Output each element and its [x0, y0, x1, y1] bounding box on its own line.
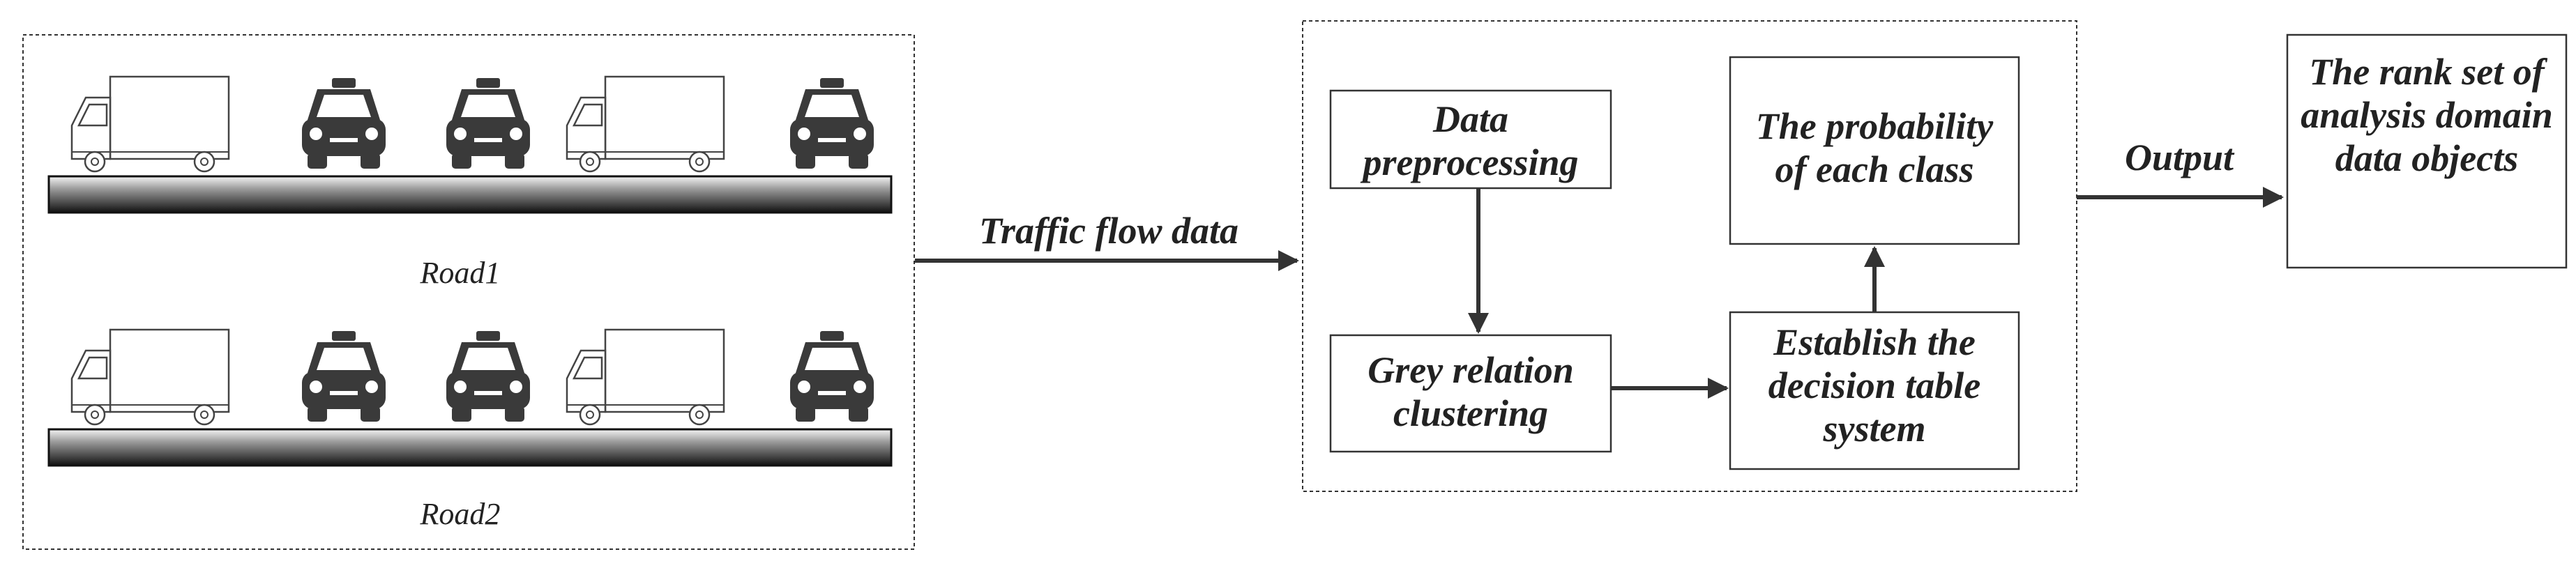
process-panel	[1302, 20, 2077, 492]
truck-icon	[70, 328, 230, 426]
taxi-icon	[790, 78, 874, 169]
taxi-icon	[790, 331, 874, 422]
grey-relation-clustering-box	[1329, 334, 1612, 453]
taxi-icon	[446, 78, 530, 169]
input-arrow-label: Traffic flow data	[979, 210, 1238, 252]
road2-vehicles	[70, 328, 874, 426]
road1-vehicles	[70, 75, 874, 173]
data-preprocessing-label: Data preprocessing	[1363, 98, 1579, 184]
taxi-icon	[302, 331, 386, 422]
output-arrow-label: Output	[2124, 137, 2234, 178]
probability-label: The probability of each class	[1755, 105, 1994, 191]
taxi-icon	[446, 331, 530, 422]
grey-relation-clustering-label: Grey relation clustering	[1367, 349, 1574, 435]
truck-icon	[566, 328, 725, 426]
decision-table-box	[1729, 311, 2020, 470]
probability-box	[1729, 56, 2020, 245]
taxi-icon	[302, 78, 386, 169]
truck-icon	[566, 75, 725, 173]
roads-panel	[22, 34, 915, 550]
decision-table-label: Establish the decision table system	[1768, 321, 1981, 450]
data-preprocessing-box	[1329, 89, 1612, 190]
road2-surface	[47, 428, 893, 467]
rank-set-box	[2286, 33, 2568, 269]
road2-label: Road2	[420, 497, 501, 531]
rank-set-label: The rank set of analysis domain data obj…	[2301, 51, 2553, 180]
truck-icon	[70, 75, 230, 173]
road1-label: Road1	[420, 256, 501, 290]
road1-surface	[47, 175, 893, 214]
